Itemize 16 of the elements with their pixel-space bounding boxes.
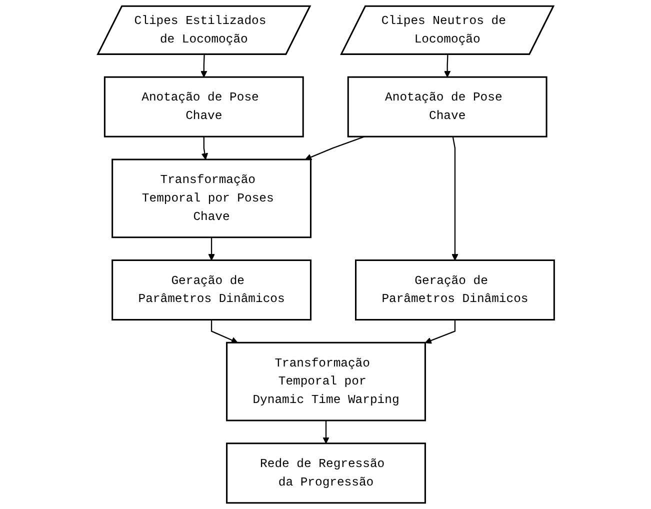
arrow (210, 320, 238, 344)
node-box: Transformação Temporal por Poses Chave (111, 158, 311, 238)
arrow (322, 420, 329, 444)
node-box: Anotação de Pose Chave (103, 76, 304, 138)
node-box: Geração de Parâmetros Dinâmicos (354, 259, 554, 320)
node-box: Geração de Parâmetros Dinâmicos (111, 259, 311, 320)
arrow (208, 237, 214, 261)
node-box: Rede de Regressão da Progressão (226, 442, 426, 504)
node-box: Transformação Temporal por Dynamic Time Warping (226, 342, 426, 422)
arrow (443, 54, 450, 78)
arrow (200, 54, 207, 78)
arrow (451, 136, 458, 261)
arrow (200, 136, 208, 160)
arrow (304, 136, 364, 160)
node-box: Anotação de Pose Chave (346, 76, 547, 138)
arrow (424, 320, 456, 344)
